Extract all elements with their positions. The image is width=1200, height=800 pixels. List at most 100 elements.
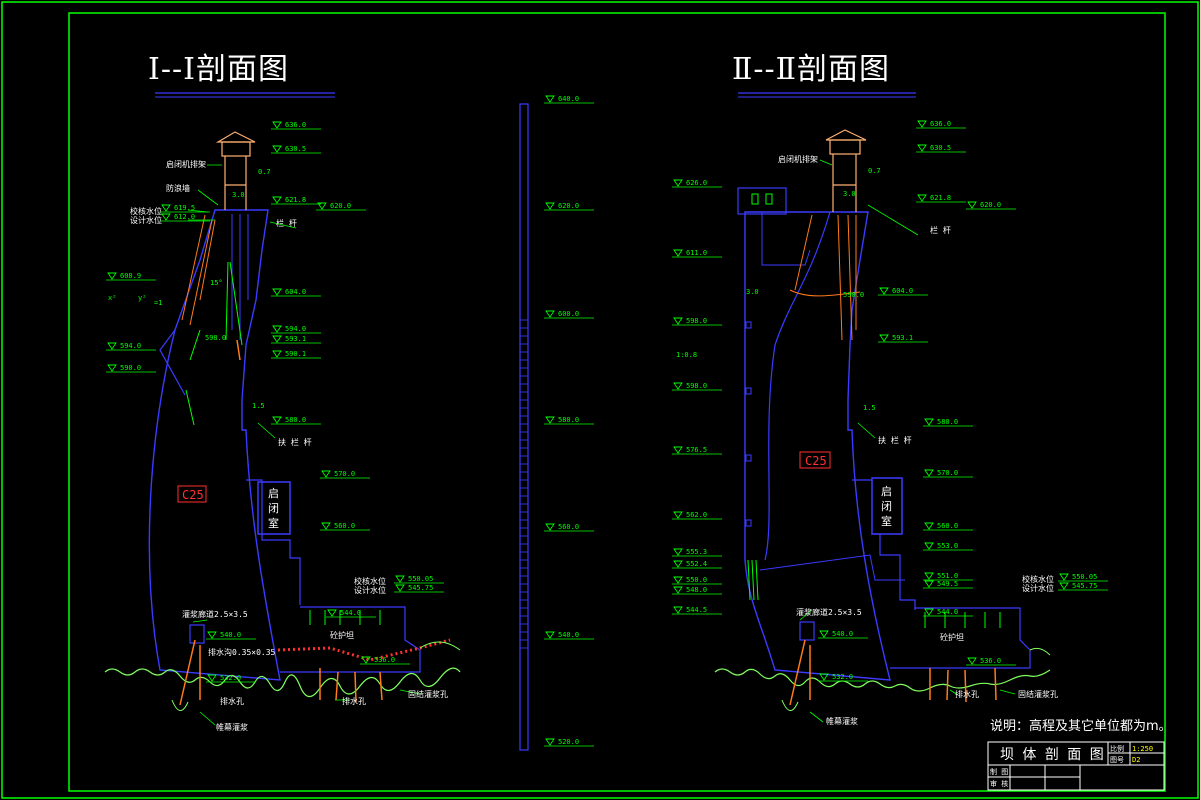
svg-text:604.0: 604.0 xyxy=(285,288,306,296)
s1-elev-b-2: 536.0 xyxy=(360,656,410,665)
s1-dim-598: 598.0 xyxy=(205,334,226,342)
svg-text:552.4: 552.4 xyxy=(686,560,707,568)
s2-elev-r-8: 560.0 xyxy=(923,522,973,531)
s2-elev-l-8: 550.0 xyxy=(672,576,722,585)
s2-slope: 1:0.8 xyxy=(676,351,697,359)
s2-elev-l-9: 548.0 xyxy=(672,586,722,595)
s2-label-hoist: 启闭机排架 xyxy=(778,154,818,164)
svg-text:576.5: 576.5 xyxy=(686,446,707,454)
inner-frame xyxy=(68,12,1166,792)
s2-flood-design: 545.75 xyxy=(1058,582,1108,591)
svg-text:608.9: 608.9 xyxy=(120,272,141,280)
svg-text:540.0: 540.0 xyxy=(558,631,579,639)
s1-label-check-level-low: 校核水位 xyxy=(354,576,386,586)
svg-text:550.0: 550.0 xyxy=(686,576,707,584)
s1-elev-r-0: 636.0 xyxy=(271,121,321,130)
s1-label-design-level: 设计水位 xyxy=(130,215,162,225)
s1-label-apron: 砼护坦 xyxy=(330,630,354,640)
section-2-ground xyxy=(714,668,1051,692)
s2-label-railing: 栏 杆 xyxy=(930,225,951,235)
title-block-sheet-label: 图号 xyxy=(1110,756,1124,764)
s2-elev-r-15: 536.0 xyxy=(966,657,1016,666)
s1-elev-r-5: 594.0 xyxy=(271,325,321,334)
svg-text:580.0: 580.0 xyxy=(285,416,306,424)
s2-concrete-label: C25 xyxy=(805,454,827,468)
title-block-scale-label: 比例 xyxy=(1110,744,1124,753)
scale-mark-0: 640.0 xyxy=(544,95,594,104)
s1-flood-design: 545.75 xyxy=(394,584,444,593)
s1-label-parapet: 防浪墙 xyxy=(166,183,190,193)
svg-text:640.0: 640.0 xyxy=(558,95,579,103)
s2-elev-r-10: 551.0 xyxy=(923,572,973,581)
title-block-drawn-label: 制 图 xyxy=(990,767,1008,776)
s1-concrete-label: C25 xyxy=(182,488,204,502)
s2-elev-r-7: 570.0 xyxy=(923,469,973,478)
svg-text:560.0: 560.0 xyxy=(558,523,579,531)
svg-text:611.0: 611.0 xyxy=(686,249,707,257)
scale-mark-6: 520.0 xyxy=(544,738,594,747)
s1-water-check: 619.5 xyxy=(160,204,210,213)
s1-dim-0-7: 0.7 xyxy=(258,168,271,176)
s1-label-check-level: 校核水位 xyxy=(130,206,162,216)
s1-water-design: 612.0 xyxy=(160,213,210,222)
scale-mark-4: 560.0 xyxy=(544,523,594,532)
svg-text:545.75: 545.75 xyxy=(1072,582,1097,590)
svg-text:620.0: 620.0 xyxy=(980,201,1001,209)
s2-dim-3-0b: 3.0 xyxy=(746,288,759,296)
section-1-gate-room xyxy=(257,481,291,535)
svg-text:600.0: 600.0 xyxy=(558,310,579,318)
s2-elev-l-10: 544.5 xyxy=(672,606,722,615)
svg-text:598.0: 598.0 xyxy=(686,382,707,390)
s1-elev-r-4: 604.0 xyxy=(271,288,321,297)
svg-text:636.0: 636.0 xyxy=(285,121,306,129)
svg-text:570.0: 570.0 xyxy=(937,469,958,477)
section-2: 626.0611.0598.0598.0576.5562.0555.3552.4… xyxy=(672,120,1108,723)
s1-elev-r-1: 630.5 xyxy=(271,145,321,154)
s2-label-anchor: 固结灌浆孔 xyxy=(1018,689,1058,699)
svg-text:594.0: 594.0 xyxy=(120,342,141,350)
s1-elev-l-0: 608.9 xyxy=(106,272,156,281)
s1-elev-r-11: 544.0 xyxy=(326,609,376,618)
s2-dim-3-0: 3.0 xyxy=(843,190,856,198)
svg-text:590.0: 590.0 xyxy=(120,364,141,372)
svg-text:544.0: 544.0 xyxy=(340,609,361,617)
svg-text:636.0: 636.0 xyxy=(930,120,951,128)
svg-text:590.1: 590.1 xyxy=(285,350,306,358)
s2-elev-r-1: 630.5 xyxy=(916,144,966,153)
s2-label-gallery: 灌浆廊道2.5×3.5 xyxy=(796,607,862,617)
s2-elev-l-0: 626.0 xyxy=(672,179,722,188)
s2-elev-r-2: 621.8 xyxy=(916,194,966,203)
scale-mark-5: 540.0 xyxy=(544,631,594,640)
scale-mark-2: 600.0 xyxy=(544,310,594,319)
title-block-check-label: 审 核 xyxy=(990,779,1008,788)
svg-text:553.0: 553.0 xyxy=(937,542,958,550)
s2-elev-r-12: 544.0 xyxy=(923,608,973,617)
s1-label-drain-hole-2: 排水孔 xyxy=(342,696,366,706)
section-1-dam-body xyxy=(148,209,281,681)
svg-text:551.0: 551.0 xyxy=(937,572,958,580)
s1-label-drain-gallery: 排水沟0.35×0.35 xyxy=(208,647,276,657)
svg-text:621.8: 621.8 xyxy=(930,194,951,202)
s1-dim-1-5: 1.5 xyxy=(252,402,265,410)
svg-text:593.1: 593.1 xyxy=(892,334,913,342)
s2-label-check-level: 校核水位 xyxy=(1022,574,1054,584)
s1-elev-b-1: 532.0 xyxy=(206,674,256,683)
svg-text:520.0: 520.0 xyxy=(558,738,579,746)
title-block-sheet-value: D2 xyxy=(1132,756,1140,764)
s2-elev-l-1: 611.0 xyxy=(672,249,722,258)
svg-text:562.0: 562.0 xyxy=(686,511,707,519)
s1-elev-r-2: 621.8 xyxy=(271,196,321,205)
svg-text:612.0: 612.0 xyxy=(174,213,195,221)
svg-text:620.0: 620.0 xyxy=(558,202,579,210)
svg-text:593.1: 593.1 xyxy=(285,335,306,343)
s1-room-char-2: 闭 xyxy=(268,502,279,515)
svg-text:536.0: 536.0 xyxy=(980,657,1001,665)
s1-elev-r-9: 570.0 xyxy=(320,470,370,479)
svg-text:548.0: 548.0 xyxy=(686,586,707,594)
svg-text:545.75: 545.75 xyxy=(408,584,433,592)
s2-elev-l-6: 555.3 xyxy=(672,548,722,557)
svg-text:550.05: 550.05 xyxy=(1072,573,1097,581)
s1-elev-l-2: 590.0 xyxy=(106,364,156,373)
